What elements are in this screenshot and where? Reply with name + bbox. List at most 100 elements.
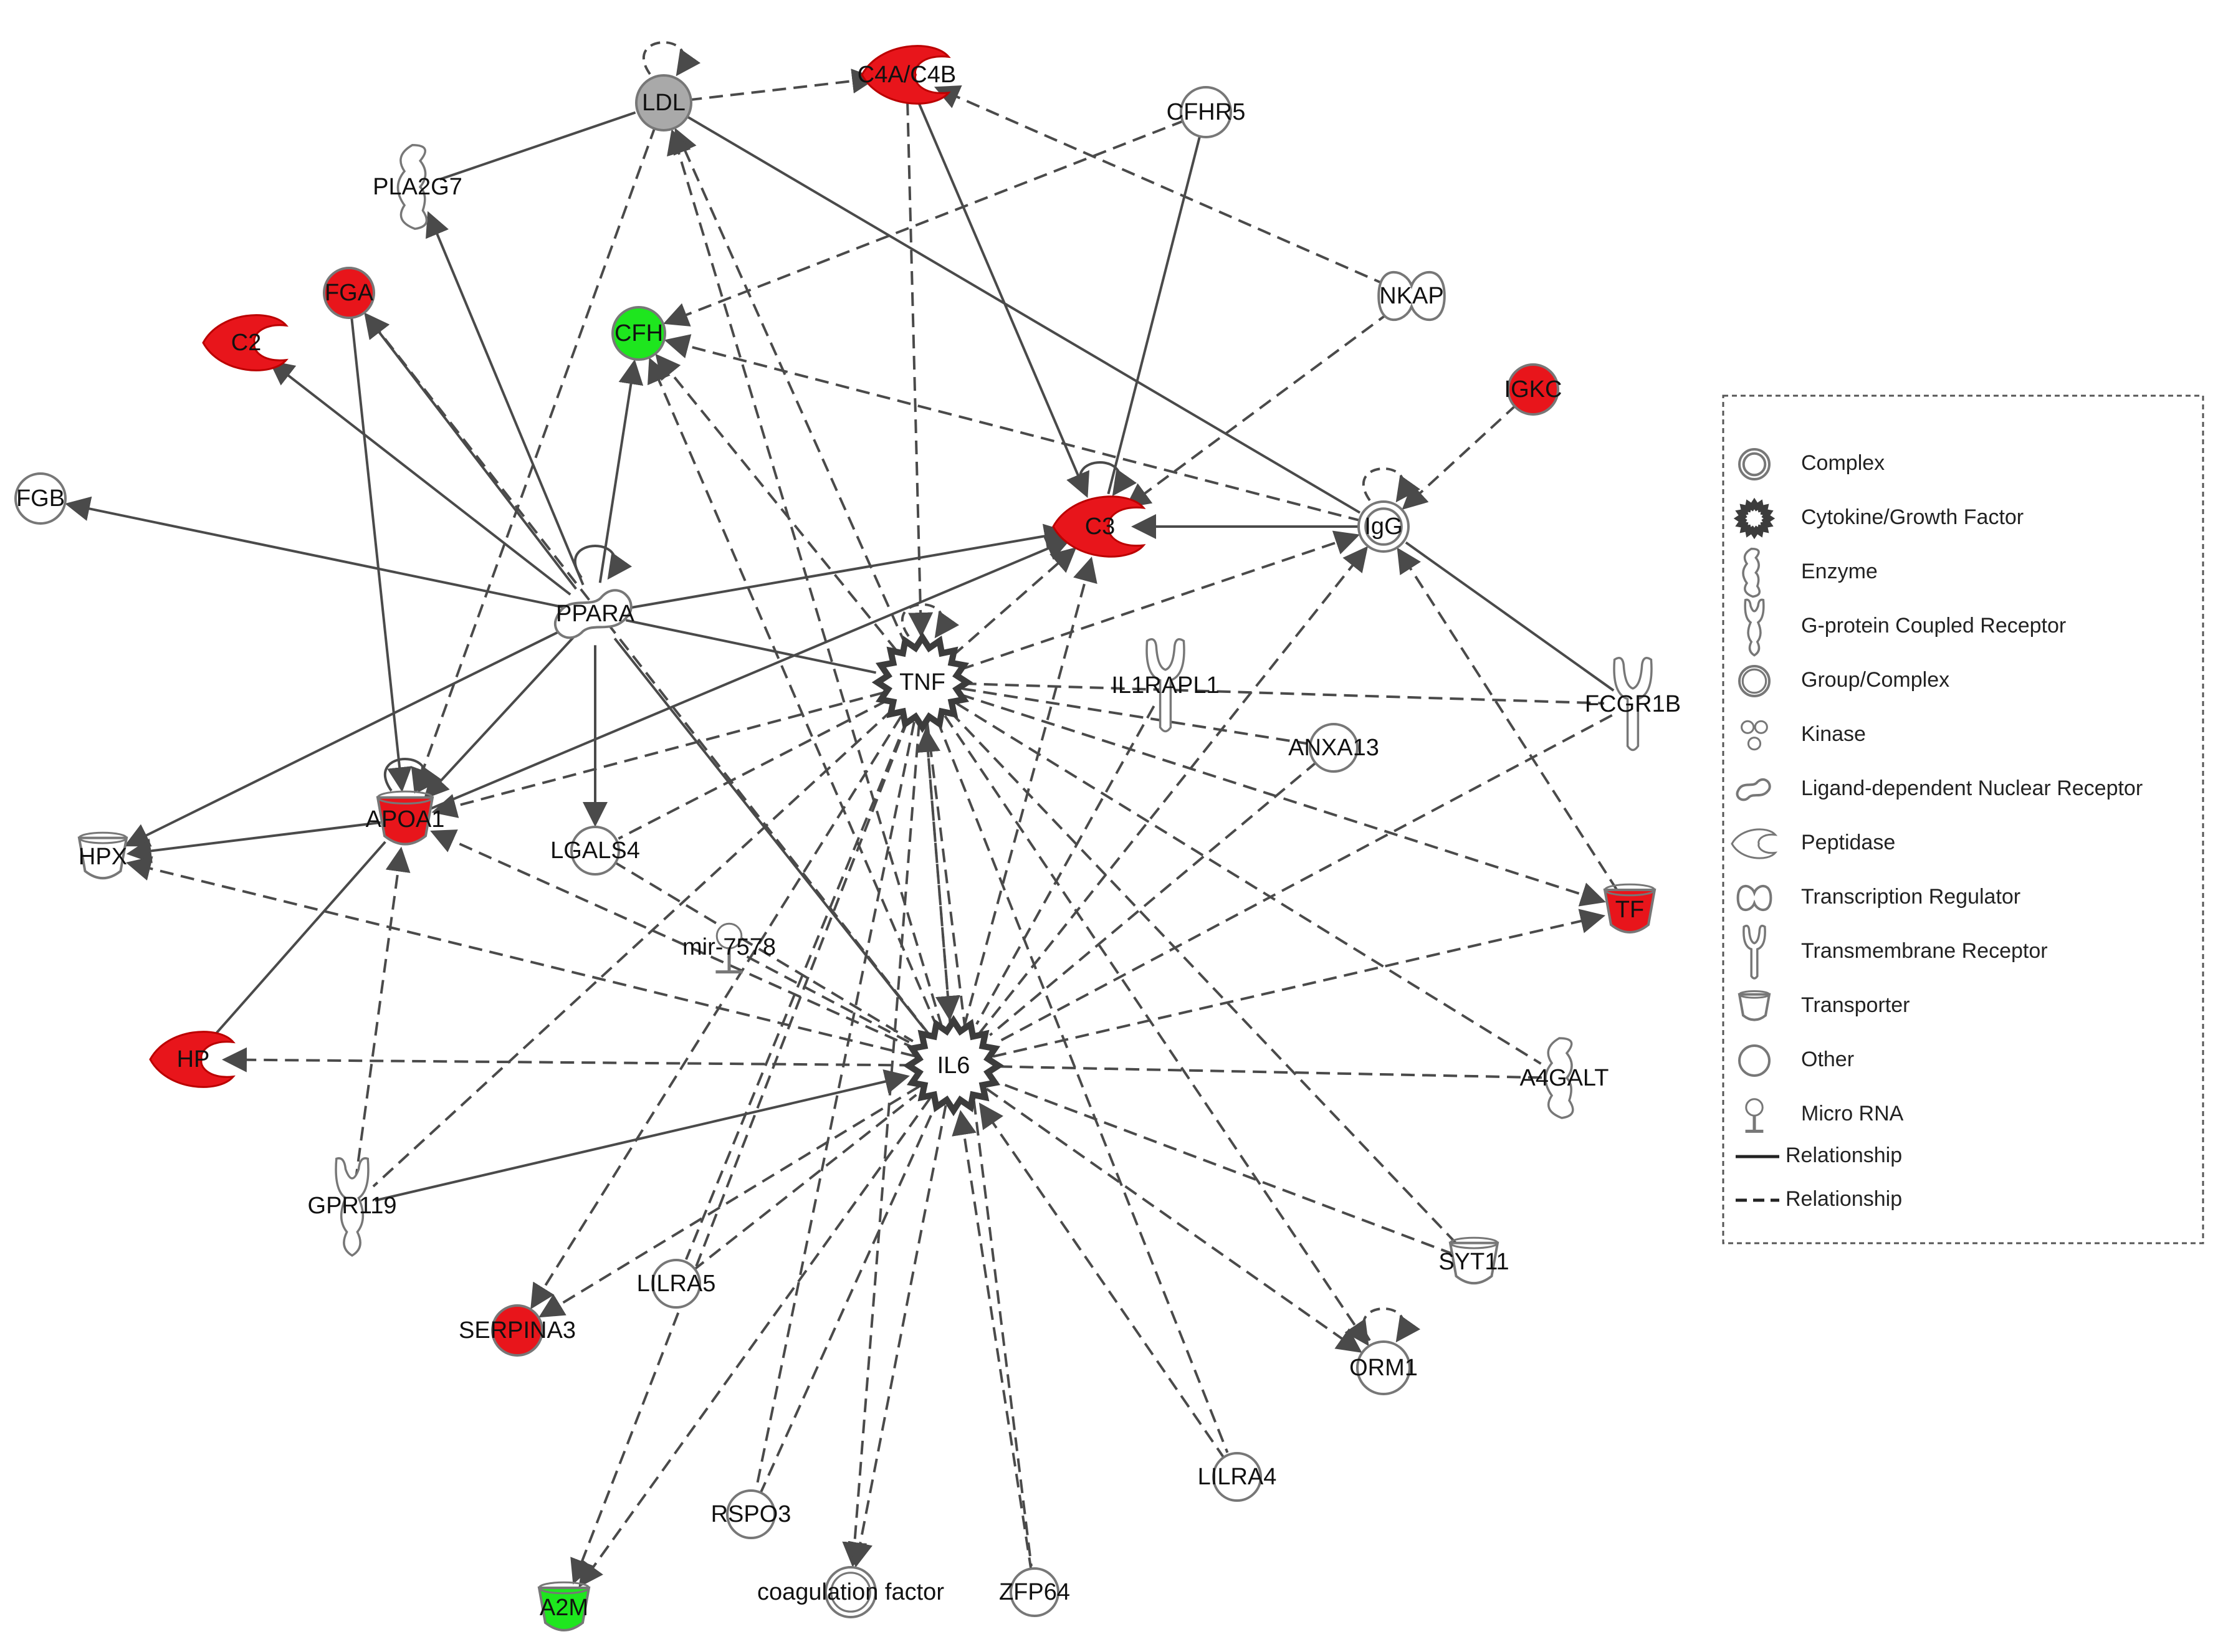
node-label: HP xyxy=(177,1046,210,1072)
node-ORM1[interactable]: ORM1 xyxy=(1349,1340,1418,1395)
self-loop-APOA1 xyxy=(383,758,442,793)
edge-IL6-CFH xyxy=(648,357,939,1029)
edge-IgG-CFH xyxy=(664,334,1362,522)
edge-PPARA-TNF xyxy=(625,619,877,674)
node-CFH[interactable]: CFH xyxy=(611,306,666,361)
edge-LDL-C4A xyxy=(688,69,877,102)
node-label: C2 xyxy=(231,330,262,356)
edge-IL6-A2M xyxy=(578,1097,931,1588)
edge-TF-IgG xyxy=(1397,547,1619,892)
node-LILRA4[interactable]: LILRA4 xyxy=(1198,1452,1277,1502)
node-mir7578[interactable]: mir-7578 xyxy=(682,922,776,974)
legend-frame xyxy=(1722,394,2204,1244)
node-CFHR5[interactable]: CFHR5 xyxy=(1167,86,1246,138)
node-C2[interactable]: C2 xyxy=(202,314,289,371)
edge-ZFP64-IL6 xyxy=(952,1110,1033,1572)
node-TF[interactable]: TF xyxy=(1603,883,1656,933)
legend-label: Other xyxy=(1801,1048,1854,1071)
edge-IL6-IgG xyxy=(977,546,1369,1035)
node-FCGR1B[interactable]: FCGR1B xyxy=(1585,657,1681,752)
node-label: NKAP xyxy=(1379,283,1443,309)
node-C3[interactable]: C3 xyxy=(1052,495,1146,558)
circle-icon xyxy=(1738,1044,1771,1077)
legend-item-gpcr: G-protein Coupled Receptor xyxy=(1744,598,2066,657)
node-HPX[interactable]: HPX xyxy=(77,831,128,880)
legend-label: Enzyme xyxy=(1801,560,1878,583)
node-label: ORM1 xyxy=(1349,1355,1418,1381)
legend-item-circle: Other xyxy=(1738,1044,1854,1077)
node-RSPO3[interactable]: RSPO3 xyxy=(711,1489,791,1539)
edge-NKAP-C3 xyxy=(1125,311,1391,508)
self-loop-PPARA xyxy=(573,545,633,580)
edge-IL6-TF xyxy=(992,909,1606,1058)
node-ZFP64[interactable]: ZFP64 xyxy=(999,1567,1070,1617)
node-label: LDL xyxy=(642,90,686,116)
edge-TNF-ANXA13 xyxy=(962,687,1308,745)
legend-item-transcription: Transcription Regulator xyxy=(1736,884,2020,912)
edge-PPARA-FGA xyxy=(364,312,577,590)
node-LDL[interactable]: LDL xyxy=(635,74,692,131)
edge-TNF-LILRA5 xyxy=(685,719,909,1260)
edge-TNF-IgG xyxy=(960,530,1360,671)
self-loop-ORM1 xyxy=(1362,1307,1421,1343)
node-HP[interactable]: HP xyxy=(149,1031,236,1088)
legend-label: Peptidase xyxy=(1801,831,1895,854)
node-coag[interactable]: coagulation factor xyxy=(757,1566,944,1618)
self-loop-IgG xyxy=(1362,467,1421,503)
edge-TNF-C3 xyxy=(952,547,1077,657)
edge-IGKC-IgG xyxy=(1402,403,1518,510)
node-SERPINA3[interactable]: SERPINA3 xyxy=(459,1304,576,1357)
self-loop-TNF xyxy=(901,603,960,639)
node-ANXA13[interactable]: ANXA13 xyxy=(1288,723,1379,773)
legend-item-transporter: Transporter xyxy=(1738,990,1910,1021)
edge-PPARA-HPX xyxy=(124,626,568,847)
edge-LDL-IgG xyxy=(684,114,1361,514)
self-loops-layer xyxy=(383,41,1421,1343)
node-APOA1[interactable]: APOA1 xyxy=(366,790,445,846)
edge-TNF-ZFP64 xyxy=(925,722,1033,1567)
edge-NKAP-C4A xyxy=(934,85,1388,287)
node-IGKC[interactable]: IGKC xyxy=(1504,363,1562,416)
edge-GPR119-IL6 xyxy=(375,1069,910,1202)
node-C4A[interactable]: C4A/C4B xyxy=(858,45,956,105)
edge-IL6-HPX xyxy=(125,856,915,1058)
node-label: IGKC xyxy=(1504,376,1562,403)
edge-PPARA-C3 xyxy=(626,523,1069,610)
node-IL6[interactable]: IL6 xyxy=(902,1015,1005,1117)
node-label: HPX xyxy=(79,844,127,870)
edge-mir7578-IL6 xyxy=(746,955,912,1045)
edge-IL6-HP xyxy=(221,1047,914,1072)
node-LILRA5[interactable]: LILRA5 xyxy=(637,1259,716,1309)
cytokine-icon xyxy=(1733,497,1776,540)
node-GPR119[interactable]: GPR119 xyxy=(308,1157,397,1257)
node-label: ANXA13 xyxy=(1288,735,1379,761)
node-LGALS4[interactable]: LGALS4 xyxy=(550,826,640,876)
node-A4GALT[interactable]: A4GALT xyxy=(1520,1037,1609,1119)
node-IL1RAPL1[interactable]: IL1RAPL1 xyxy=(1111,638,1220,733)
enzyme-icon xyxy=(1742,547,1761,598)
gpcr-icon xyxy=(1744,598,1765,657)
node-A2M[interactable]: A2M xyxy=(537,1581,591,1631)
edge-TNF-GPR119 xyxy=(372,709,894,1188)
node-PLA2G7[interactable]: PLA2G7 xyxy=(373,144,462,230)
node-FGA[interactable]: FGA xyxy=(323,267,375,319)
node-label: C3 xyxy=(1085,513,1116,540)
edge-FGA-APOA1 xyxy=(350,315,412,793)
node-NKAP[interactable]: NKAP xyxy=(1377,270,1446,322)
edge-TNF-A2M xyxy=(570,719,909,1585)
node-TNF[interactable]: TNF xyxy=(871,631,973,733)
kinase-icon xyxy=(1741,720,1768,751)
edge-FCGR1B-IL6 xyxy=(995,714,1613,1045)
node-SYT11[interactable]: SYT11 xyxy=(1438,1236,1509,1285)
legend-label: Ligand-dependent Nuclear Receptor xyxy=(1801,776,2143,800)
legend-label: Group/Complex xyxy=(1801,668,1949,692)
node-FGB[interactable]: FGB xyxy=(14,472,67,525)
legend-line-dashed: Relationship xyxy=(1736,1187,1902,1211)
edge-TNF-LILRA4 xyxy=(936,719,1229,1453)
edge-TNF-LDL xyxy=(673,128,907,646)
edge-CFHR5-CFH xyxy=(663,119,1186,327)
node-PPARA[interactable]: PPARA xyxy=(554,589,635,639)
node-IgG[interactable]: IgG xyxy=(1357,500,1410,553)
